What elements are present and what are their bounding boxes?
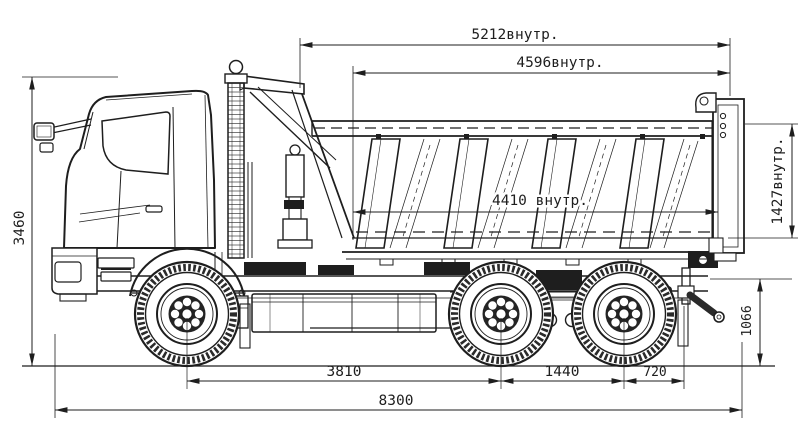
door-seam (172, 106, 176, 249)
front-mud-flap (239, 303, 251, 349)
dim-label-mid-inner-length: 4596внутр. (516, 55, 603, 71)
dim-axle-row: 3810 1440 720 (186, 306, 685, 389)
front-wheel-arch (129, 247, 245, 297)
dim-label-floor-inner-length: 4410 внутр. (492, 193, 588, 209)
front-bumper (51, 247, 98, 302)
dim-label-wheelbase: 3810 (327, 364, 362, 380)
chassis-equipment (101, 251, 718, 290)
dimension-annotations: 5212внутр. 4596внутр. 4410 внутр. 1427вн… (12, 27, 798, 418)
dim-label-bogie-spacing: 1440 (545, 364, 580, 380)
fuel-tank (251, 293, 437, 333)
dim-mid-inner-length: 4596внутр. (352, 55, 730, 240)
bed-ribs (355, 138, 665, 249)
truck-cab (33, 89, 223, 302)
bed-hatch-lines (389, 138, 699, 249)
dim-overall-height: 3460 (12, 76, 118, 366)
dim-label-overall-height: 3460 (12, 211, 28, 246)
headlight (54, 261, 82, 283)
hydraulic-cylinder (247, 144, 313, 258)
door-handle (145, 205, 163, 213)
tailgate-latch (708, 237, 724, 254)
dim-floor-inner-length: 4410 внутр. (353, 191, 718, 215)
dim-rear-height: 1066 (710, 278, 792, 366)
dim-label-rear-overhang: 720 (643, 365, 666, 380)
dim-label-body-inner-height: 1427внутр. (770, 137, 786, 224)
tow-hitch (664, 285, 725, 323)
dim-overall-length: 8300 (54, 334, 743, 418)
cab-steps (97, 257, 135, 282)
dim-label-top-inner-length: 5212внутр. (471, 27, 558, 43)
rear-mud-flap (677, 299, 689, 347)
front-wheel (129, 247, 245, 366)
cab-window (101, 111, 171, 175)
bed-canopy (239, 75, 305, 95)
side-mirror (33, 118, 92, 153)
dim-label-overall-length: 8300 (379, 393, 414, 409)
dim-label-rear-height: 1066 (740, 305, 755, 336)
dump-bed (239, 75, 735, 266)
stack-ring (228, 59, 244, 75)
bed-top-rail (311, 120, 735, 139)
tailgate (695, 92, 745, 262)
dim-body-inner-height: 1427внутр. (728, 123, 798, 239)
exhaust-stack (224, 59, 248, 259)
dim-top-inner-length: 5212внутр. (299, 27, 731, 96)
